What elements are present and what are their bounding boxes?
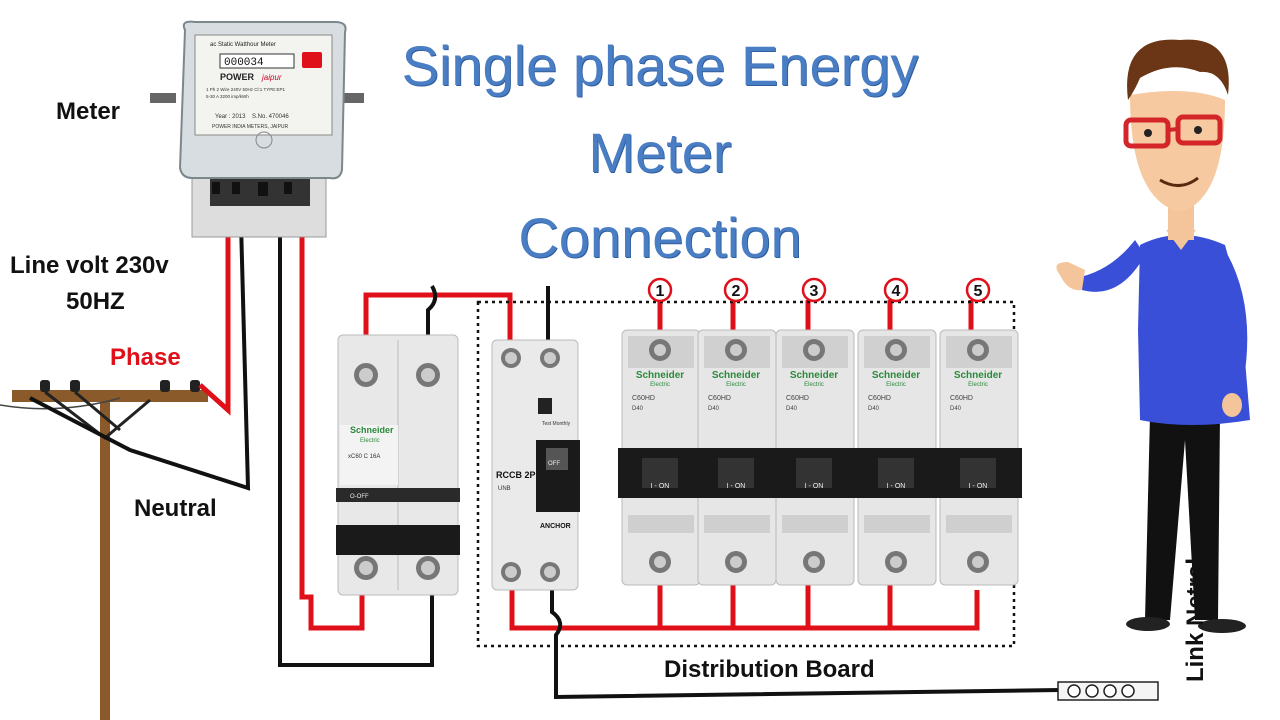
mcb-brand: Schneider [872,370,920,381]
rccb-test: Test Monthly [542,421,571,427]
mcb-brand-sub: Electric [650,382,670,388]
meter-spec1: 1 Ph 2 Wire 240V 50Hz Cl:1 TYPE:EP1 [206,87,285,92]
meter-maker: POWER INDIA METERS, JAIPUR [212,124,289,130]
mcb-number-badge [801,277,827,303]
frequency-label: 50HZ [66,288,125,315]
meter-header: ac Static Watthour Meter [210,42,276,48]
mcb-number: 3 [810,283,819,300]
mcb-rating: D40 [950,406,962,412]
mcb-brand: Schneider [712,370,760,381]
rccb-maker: ANCHOR [540,523,571,530]
mcb-model: C60HD [708,395,731,402]
meter-year: Year : 2013 [215,114,246,120]
phase-label: Phase [110,344,181,371]
mcb-state: I - ON [651,483,670,490]
meter-brand: POWER [220,72,255,82]
mcb-brand: Schneider [636,370,684,381]
main-switch-brand-sub: Electric [360,438,380,444]
mcb-number: 2 [732,283,741,300]
mcb-brand-sub: Electric [804,382,824,388]
mcb-state: I - ON [805,483,824,490]
mcb-brand-sub: Electric [886,382,906,388]
meter-serial: S.No. 470046 [252,114,289,120]
mcb-state: I - ON [969,483,988,490]
phase-wires [198,185,980,631]
main-switch-model: xC60 C 16A [348,454,380,460]
neutral-link-bar [1057,681,1159,701]
neutral-label: Neutral [134,495,217,522]
line-volt-label: Line volt 230v [10,252,169,279]
mcb-brand: Schneider [954,370,1002,381]
mcb-brand: Schneider [790,370,838,381]
mcb-model: C60HD [632,395,655,402]
mcb-state: I - ON [887,483,906,490]
meter-brand-sub: jaipur [261,73,282,82]
energy-meter: ac Static Watthour Meter 000034 POWER ja… [150,20,364,238]
main-switch-brand: Schneider [350,425,394,435]
mcb-number-badge [883,277,909,303]
neutral-wires [29,184,1061,700]
mcb-number: 1 [656,283,665,300]
mcb-brand-sub: Electric [726,382,746,388]
rccb-model: RCCB 2P [496,470,536,480]
mcb-model: C60HD [786,395,809,402]
mcb-rating: D40 [868,406,880,412]
distribution-board-label: Distribution Board [664,656,875,683]
mcb-number-badge [723,277,749,303]
mcb-number: 4 [892,283,901,300]
meter-spec2: 5-30 A 3200 imp/kWh [206,94,249,99]
presenter-illustration [1056,39,1250,633]
mcb-rating: D40 [632,406,644,412]
mcb-model: C60HD [950,395,973,402]
title-line-1: Single phase Energy [401,34,919,97]
mcb-state: I - ON [727,483,746,490]
mcb-number: 5 [974,283,983,300]
rccb-state: OFF [548,461,560,467]
utility-pole [0,380,208,720]
main-switch: Schneider Electric xC60 C 16A O-OFF [336,334,460,596]
title-line-2: Meter [588,121,732,184]
mcb-number-badge [965,277,991,303]
main-switch-state: O-OFF [350,494,369,500]
rccb: Test Monthly OFF RCCB 2P UNB ANCHOR [491,339,580,591]
mcb-rating: D40 [786,406,798,412]
mcb-number-badge [647,277,673,303]
mcb-rating: D40 [708,406,720,412]
title-line-3: Connection [518,206,802,269]
mcb-brand-sub: Electric [968,382,988,388]
rccb-rating: UNB [498,486,511,492]
link-neutral-label: Link Netral [1182,557,1209,683]
mcb-model: C60HD [868,395,891,402]
meter-label: Meter [56,98,121,125]
meter-reading: 000034 [224,57,264,69]
